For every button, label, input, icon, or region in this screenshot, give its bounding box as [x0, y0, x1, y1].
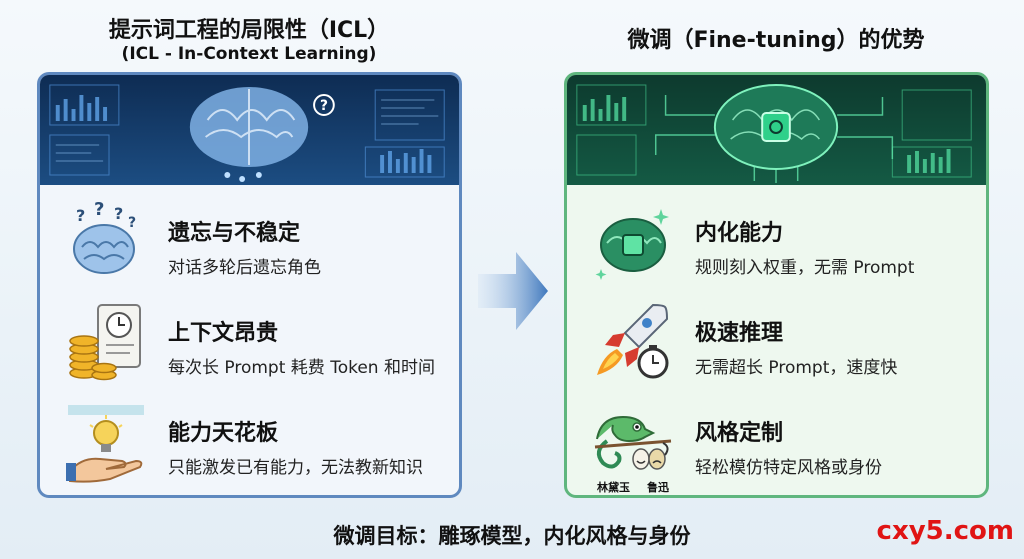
item-description: 每次长 Prompt 耗费 Token 和时间: [168, 358, 435, 378]
fine-tuning-advantages-panel: 内化能力 规则刻入权重，无需 Prompt 极速推理 无需超长 Prompt，速…: [564, 72, 989, 498]
chip-brain-banner-image: [567, 75, 986, 185]
chameleon-masks-icon: [591, 399, 675, 483]
coins-clock-icon: [64, 299, 148, 383]
style-tag-lin-daiyu: 林黛玉: [597, 481, 630, 494]
item-heading: 上下文昂贵: [168, 321, 279, 346]
list-item: 上下文昂贵 每次长 Prompt 耗费 Token 和时间: [40, 293, 459, 393]
chip-brain-icon: [591, 199, 675, 283]
hand-lightbulb-icon: [64, 399, 148, 483]
right-title: 微调（Fine-tuning）的优势: [627, 28, 925, 53]
list-item: 林黛玉 鲁迅 风格定制 轻松模仿特定风格或身份: [567, 393, 986, 494]
icl-limitations-panel: ? ? ? ? ? 遗忘与不稳定 对话多轮后遗忘角色: [37, 72, 462, 498]
list-item: 能力天花板 只能激发已有能力，无法教新知识: [40, 393, 459, 493]
rocket-stopwatch-icon: [591, 299, 675, 383]
item-description: 无需超长 Prompt，速度快: [695, 358, 898, 378]
item-heading: 能力天花板: [168, 421, 279, 446]
bottom-note: 微调目标：雕琢模型，内化风格与身份: [333, 524, 691, 548]
confused-brain-icon: ? ? ? ?: [64, 199, 148, 283]
item-description: 规则刻入权重，无需 Prompt: [695, 258, 915, 278]
svg-text:?: ?: [320, 98, 328, 114]
svg-text:?: ?: [94, 199, 104, 220]
brain-banner-image: ?: [40, 75, 459, 185]
list-item: ? ? ? ? 遗忘与不稳定 对话多轮后遗忘角色: [40, 193, 459, 293]
item-heading: 极速推理: [695, 321, 784, 346]
left-subtitle: (ICL - In-Context Learning): [121, 44, 377, 64]
svg-text:?: ?: [114, 204, 123, 223]
item-description: 轻松模仿特定风格或身份: [695, 458, 882, 478]
list-item: 内化能力 规则刻入权重，无需 Prompt: [567, 193, 986, 293]
arrow-right-icon: [478, 246, 550, 336]
svg-text:?: ?: [76, 206, 85, 225]
item-heading: 遗忘与不稳定: [168, 221, 301, 246]
left-title: 提示词工程的局限性（ICL）: [108, 18, 390, 43]
list-item: 极速推理 无需超长 Prompt，速度快: [567, 293, 986, 393]
style-tag-lu-xun: 鲁迅: [647, 481, 669, 494]
watermark: cxy5.com: [876, 516, 1014, 546]
item-description: 对话多轮后遗忘角色: [168, 258, 321, 278]
item-description: 只能激发已有能力，无法教新知识: [168, 458, 423, 478]
item-heading: 内化能力: [695, 221, 784, 246]
svg-text:?: ?: [128, 215, 136, 231]
item-heading: 风格定制: [695, 421, 784, 446]
